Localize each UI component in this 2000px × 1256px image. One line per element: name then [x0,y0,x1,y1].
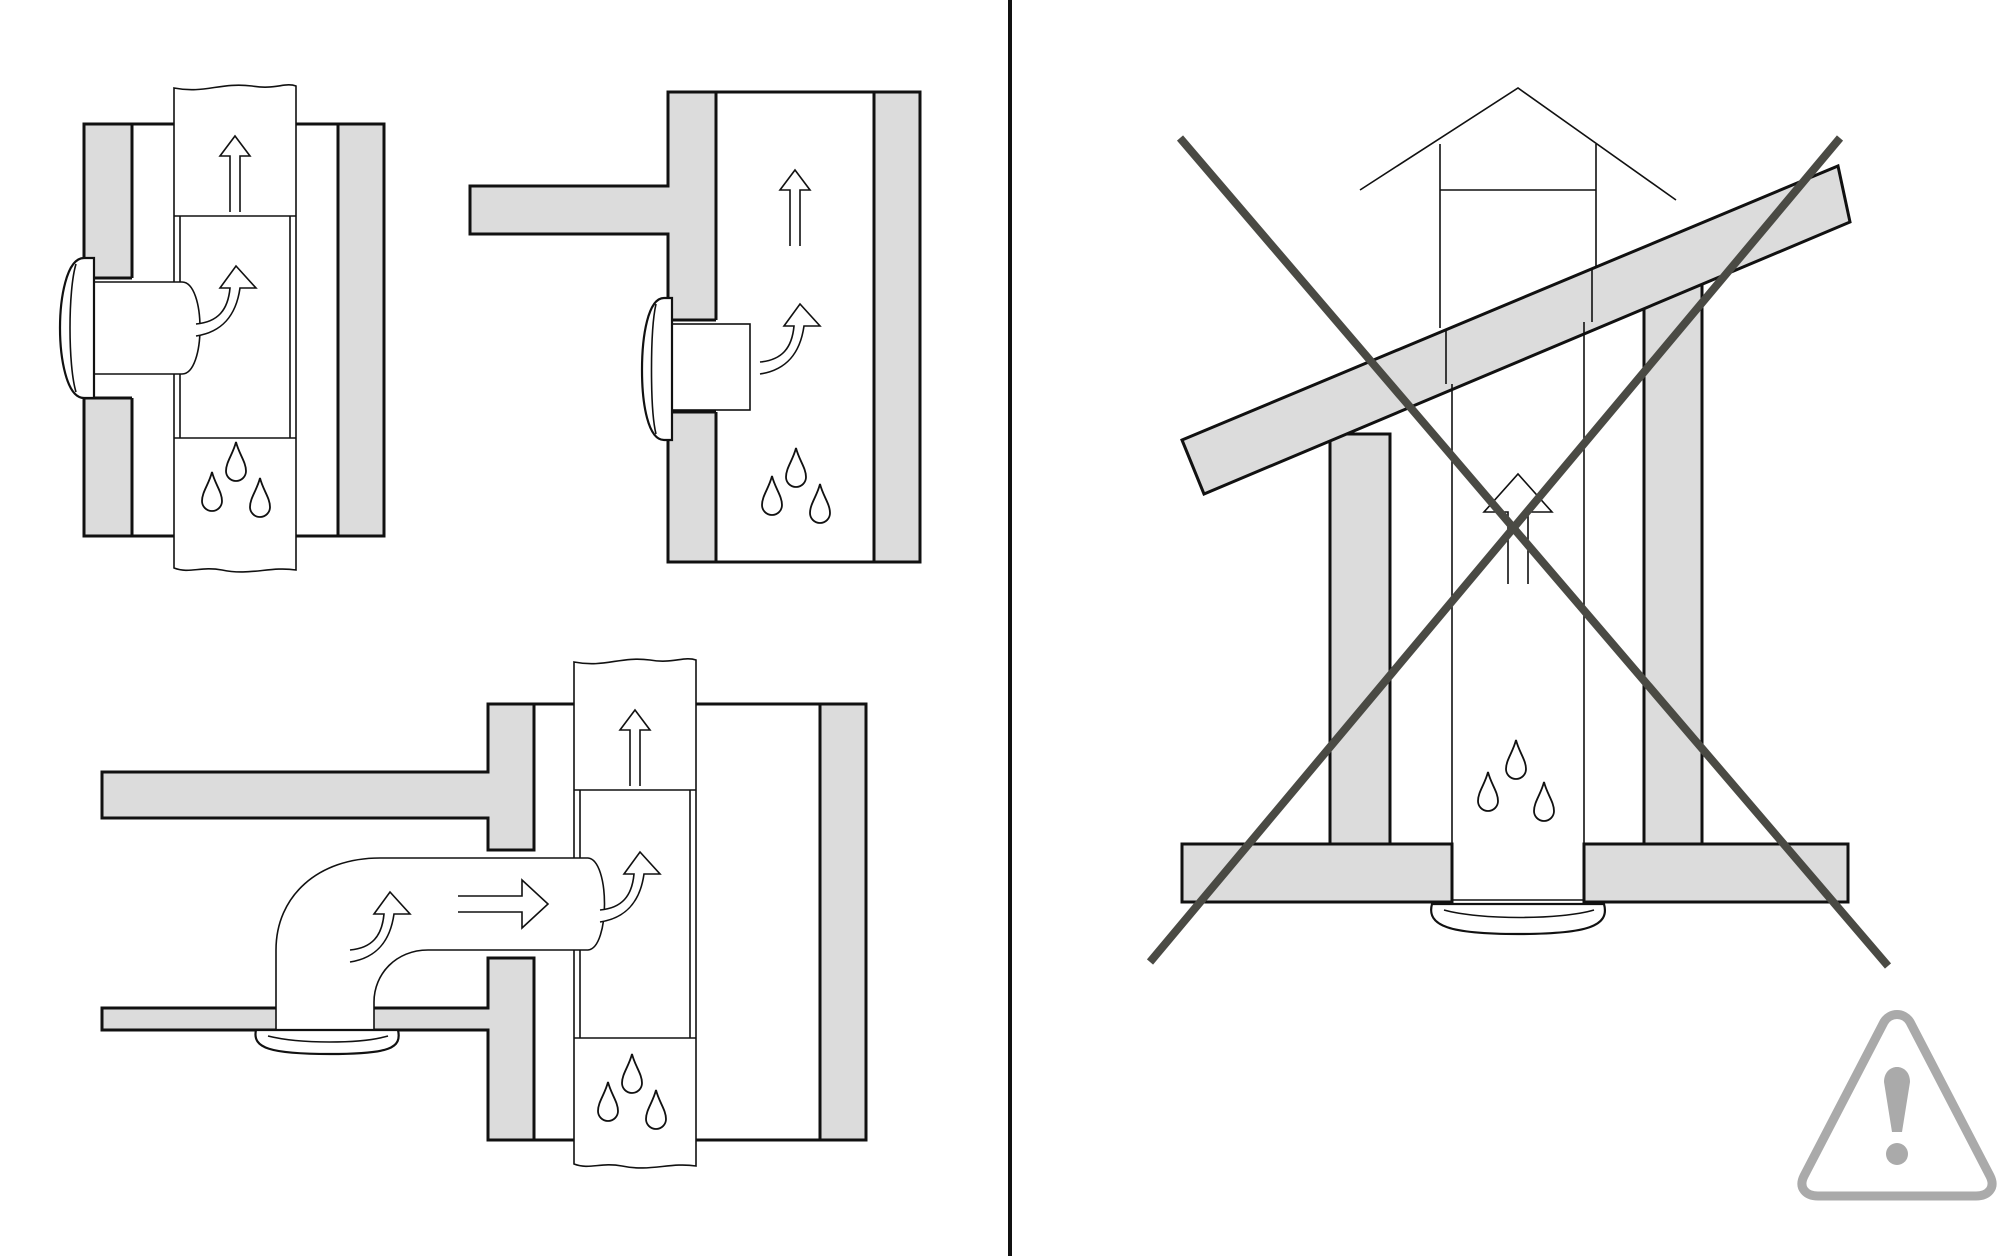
moisture-droplets-icon [1477,739,1555,822]
moisture-droplets-icon [761,447,831,524]
connector-stub [91,281,201,375]
left-wall-section [1328,432,1392,846]
upper-ceiling-slab [100,702,536,852]
warning-triangle-icon [1797,1010,1997,1201]
right-wall-section [872,90,922,564]
sloped-roof-slab [1180,163,1852,496]
curved-airflow-arrow-icon [759,303,821,375]
roof-outline [1359,87,1677,201]
elbow-duct [275,857,606,1031]
vertical-duct [173,84,297,573]
panel-ceiling-junction-vertical-duct [468,90,922,564]
right-wall-section [336,122,386,538]
horizontal-airflow-arrow-icon [458,878,550,930]
connector-stub [667,323,751,411]
right-wall-section [818,702,868,1142]
vertical-duct [573,658,697,1169]
exhaust-fan-icon [1430,902,1607,936]
panel-wall-mount-vertical-duct [58,84,386,573]
cross-out-icon [1146,135,1892,969]
panel-ceiling-mount-elbow-to-vertical-duct [100,658,868,1169]
exhaust-fan-icon [58,256,96,400]
exhaust-fan-icon [640,296,674,442]
upward-airflow-arrow-icon [779,169,811,247]
panel-ceiling-mount-straight-up-roof [1146,87,1892,969]
exhaust-fan-icon [254,1028,400,1056]
